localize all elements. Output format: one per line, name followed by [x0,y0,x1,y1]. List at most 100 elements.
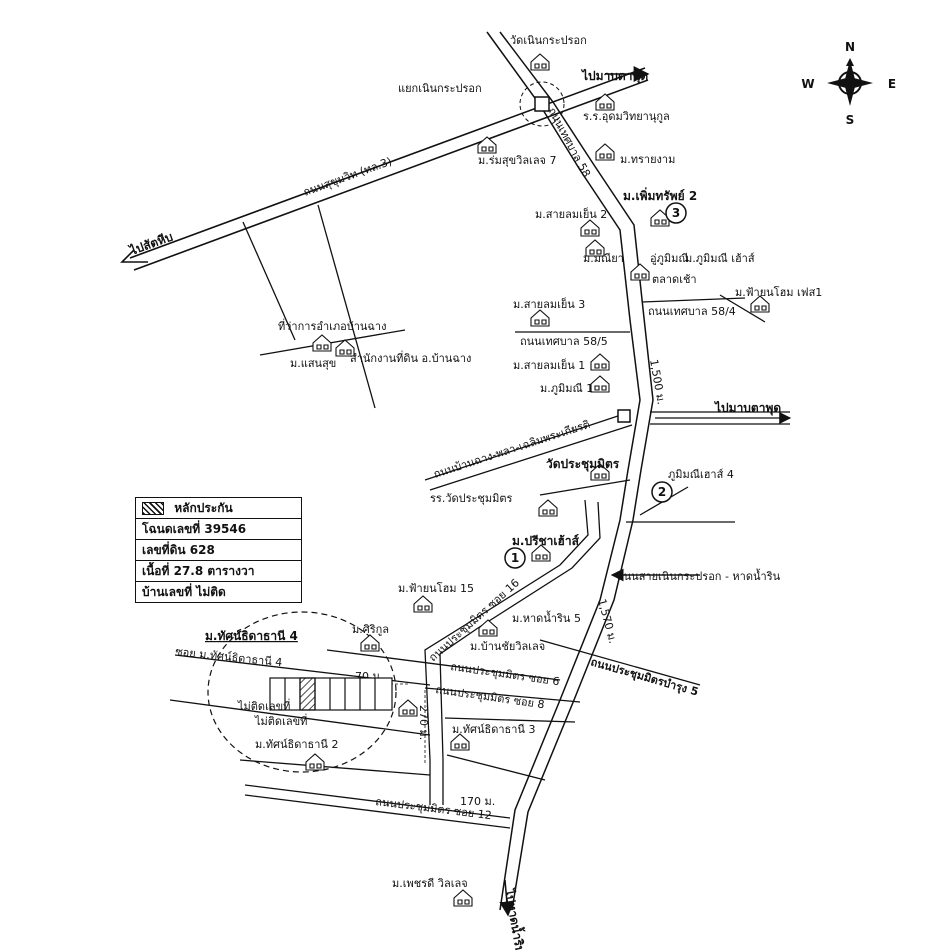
road-noen-haad: ถนนสายเนินกระปรอก - หาดน้ำริน [617,568,781,583]
no-house-no-label-1: ไม่ติดเลขที่ [237,698,290,713]
marker-2: 2 [651,481,673,503]
house-icon [590,463,610,481]
house-icon [595,143,615,161]
road-6: ถนนประชุมมิตร ซอย 6 [450,660,561,688]
dest-haad: ไปหาดน้ำริน [502,886,531,950]
compass-s: S [846,113,855,127]
marker-1: 1 [504,547,526,569]
road-8: ถนนประชุมมิตร ซอย 8 [435,683,546,711]
house-icon [453,889,473,907]
place-amphoe: ที่ว่าการอำเภอบ้านฉาง [278,318,386,333]
house-icon [630,263,650,281]
place-petch: ม.เพชรดี วิลเลจ [392,877,468,890]
compass-e: E [888,77,896,91]
place-tassanee-4: ม.ทัศน์ธิดาธานี 4 [205,629,298,643]
house-icon [360,634,380,652]
place-sai-lom-1: ม.สายลมเย็น 1 [513,358,585,372]
place-school-wat: รร.วัดประชุมมิตร [430,492,513,505]
house-icon [335,339,355,357]
place-sai-lom-3: ม.สายลมเย็น 3 [513,297,585,311]
house-icon [650,209,670,227]
legend-house-no: บ้านเลขที่ ไม่ติด [142,585,226,599]
house-icon [538,499,558,517]
house-icon [590,353,610,371]
dest-sattahip: ไปสัตหีบ [126,229,175,259]
legend-deed: โฉนดเลขที่ 39546 [136,519,301,540]
place-sai-ngam: ม.ทรายงาม [620,153,675,166]
road-sukhumvit: ถนนสุขุมวิท (ทล.3) [302,155,394,199]
place-icons [305,53,770,907]
place-rom-suk: ม.ร่มสุขวิลเลจ 7 [478,154,557,167]
dist-170: 170 ม. [460,795,495,808]
place-fai-home-15: ม.ฟ้ายนโฮม 15 [398,581,474,595]
road-ban-chang: ถนนบ้านฉาง-พลา-เฉลิมพระเกียรติ [432,418,592,481]
dist-270: 270 ม. [417,705,430,740]
legend-land-no: เลขที่ดิน 628 [136,540,301,561]
svg-text:2: 2 [658,485,666,499]
house-icon [478,619,498,637]
compass-rose: N E S W [801,40,896,127]
place-kummanee-house: ม.ภูมิมณี เฮ้าส์ [685,252,755,265]
svg-text:1: 1 [511,551,519,565]
house-icon [531,544,551,562]
house-icon [305,753,325,771]
place-fai-home-phase: ม.ฟ้ายนโฮม เฟส1 [735,285,822,299]
subject-area [207,611,397,773]
dist-1500: 1,500 ม. [647,358,668,405]
place-sai-lom-2: ม.สายลมเย็น 2 [535,207,607,221]
place-school-udom: ร.ร.อุดมวิทยานุกูล [583,110,670,123]
place-tassanee-3: ม.ทัศน์ธิดาธานี 3 [452,723,535,736]
place-phummanee-1: ม.ภูมิมณี 1 [540,382,593,395]
house-icon [477,136,497,154]
place-haad-nam-rin-5: ม.หาดน้ำริน 5 [512,610,581,625]
house-icon [585,239,605,257]
house-icon [413,595,433,613]
place-manee: ม.มณียา [583,252,624,265]
marker-3: 3 [665,202,687,224]
place-tassanee-2: ม.ทัศน์ธิดาธานี 2 [255,738,338,751]
sukhumvit-road [129,67,649,271]
house-icon [530,53,550,71]
house-icon [750,295,770,313]
compass-w: W [801,77,814,91]
house-icon [595,93,615,111]
legend-title-row: หลักประกัน [136,498,301,519]
place-wat-prachum: วัดประชุมมิตร [546,457,620,472]
collateral-legend: หลักประกัน โฉนดเลขที่ 39546 เลขที่ดิน 62… [135,497,302,603]
compass-n: N [845,40,855,54]
place-preecha: ม.ปรีชาเฮ้าส์ [512,534,580,548]
house-icon [530,309,550,327]
svg-text:3: 3 [672,206,680,220]
legend-title: หลักประกัน [174,501,233,515]
road-585: ถนนเทศบาล 58/5 [520,335,608,348]
house-icon [398,699,418,717]
dest-top: ไปมาบตาพุด [580,68,648,84]
junction-2-icon [617,409,631,423]
road-584: ถนนเทศบาล 58/4 [648,305,736,318]
place-saen-suk: ม.แสนสุข [290,357,336,370]
place-land-office: สำนักงานที่ดิน อ.บ้านฉาง [350,350,471,365]
side-roads [169,204,790,829]
place-phummanee-house-4: ภูมิมณีเฮาส์ 4 [668,468,734,481]
place-phum-sub: ม.เพิ่มทรัพย์ 2 [623,187,697,203]
dest-mid: ไปมาบตาพุด [713,400,781,416]
row-houses [269,677,393,711]
road-soi-tassanee: ซอย ม.ทัศน์ธิดาธานี 4 [175,645,283,669]
place-phum-manee: อู่ภูมิมณี [650,252,689,265]
place-siriku: ม.ศิริกูล [352,623,389,636]
house-icon [312,334,332,352]
hatch-icon [142,502,164,515]
main-ns-road [486,31,654,911]
junction-icon [534,96,550,112]
house-icon [580,219,600,237]
no-house-no-label-2: ไม่ติดเลขที่ [254,713,307,728]
house-icon [450,733,470,751]
place-yaek: แยกเนินกระปรอก [398,82,482,95]
place-wat-noen: วัดเนินกระปรอก [510,34,587,47]
legend-area: เนื้อที่ 27.8 ตารางวา [136,561,301,582]
place-talad: ตลาดเช้า [652,273,697,286]
place-ban-chai: ม.บ้านชัยวิลเลจ [470,640,545,653]
road-bamrung: ถนนประชุมมิตรบำรุง 5 [589,655,700,699]
house-icon [590,375,610,393]
